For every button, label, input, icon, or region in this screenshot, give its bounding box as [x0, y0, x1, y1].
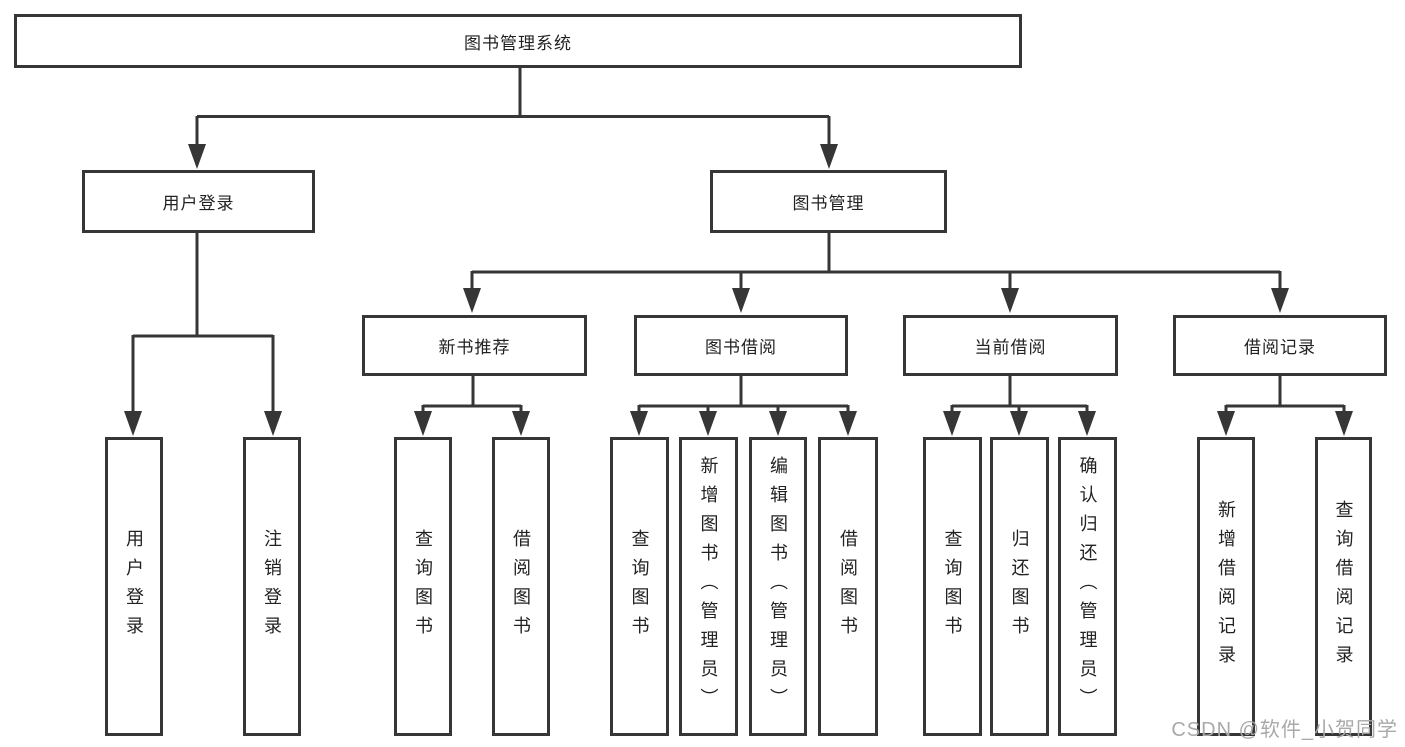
node-new-book-recommend: 新书推荐 [362, 315, 587, 376]
node-query-book-recommend: 查询图书 [394, 437, 452, 736]
node-edit-book-admin: 编辑图书（管理员） [749, 437, 807, 736]
node-query-book-borrow: 查询图书 [610, 437, 669, 736]
node-query-book-current: 查询图书 [923, 437, 982, 736]
node-query-borrow-record: 查询借阅记录 [1315, 437, 1372, 736]
node-borrow-records: 借阅记录 [1173, 315, 1387, 376]
node-borrow-book-action: 借阅图书 [818, 437, 878, 736]
node-add-book-admin: 新增图书（管理员） [679, 437, 738, 736]
node-user-login-action: 用户登录 [105, 437, 163, 736]
node-return-book: 归还图书 [990, 437, 1049, 736]
node-current-borrow: 当前借阅 [903, 315, 1118, 376]
node-borrow-book-recommend: 借阅图书 [492, 437, 550, 736]
node-book-management: 图书管理 [710, 170, 947, 233]
watermark: CSDN @软件_小贺同学 [1171, 719, 1398, 741]
arrowheads [124, 144, 1353, 436]
node-user-login: 用户登录 [82, 170, 315, 233]
node-library-management-system: 图书管理系统 [14, 14, 1022, 68]
node-book-borrow: 图书借阅 [634, 315, 848, 376]
node-add-borrow-record: 新增借阅记录 [1197, 437, 1255, 736]
node-logout-action: 注销登录 [243, 437, 301, 736]
node-confirm-return-admin: 确认归还（管理员） [1058, 437, 1117, 736]
